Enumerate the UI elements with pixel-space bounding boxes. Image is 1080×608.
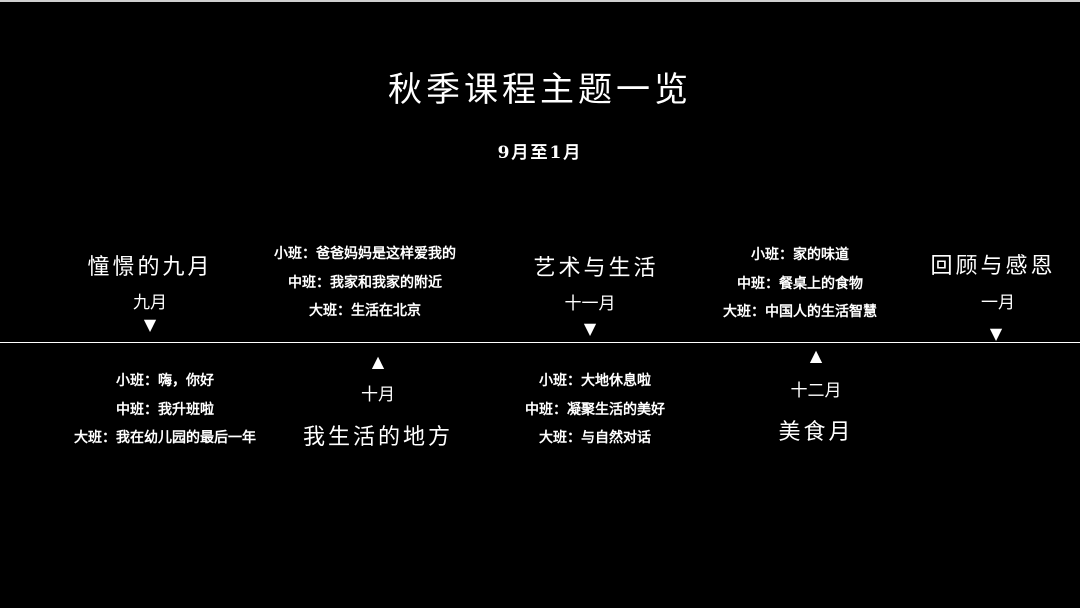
page-subtitle: 9月至1月: [497, 143, 583, 163]
dec-theme: 美食月: [778, 420, 854, 445]
top-border: [0, 0, 1080, 2]
dec-class-small: 小班：家的味道: [751, 247, 849, 263]
nov-class-middle: 中班：凝聚生活的美好: [525, 401, 665, 418]
oct-arrow-up-icon: ▲: [371, 352, 385, 371]
oct-class-list: 小班：爸爸妈妈是这样爱我的 中班：我家和我家的附近 大班：生活在北京: [245, 240, 485, 326]
jan-arrow-down-icon: ▼: [989, 324, 1003, 343]
oct-month-label: 十月: [361, 385, 395, 405]
oct-class-small: 小班：爸爸妈妈是这样爱我的: [274, 246, 456, 262]
dec-class-list: 小班：家的味道 中班：餐桌上的食物 大班：中国人的生活智慧: [680, 241, 920, 327]
sep-class-large: 大班：我在幼儿园的最后一年: [74, 430, 256, 446]
sep-month-label: 九月: [133, 293, 167, 313]
dec-month-label: 十二月: [790, 381, 842, 401]
nov-class-small: 小班：大地休息啦: [539, 373, 651, 389]
nov-arrow-down-icon: ▼: [583, 319, 597, 338]
sep-arrow-down-icon: ▼: [143, 315, 157, 334]
oct-class-large: 大班：生活在北京: [309, 303, 421, 319]
nov-theme: 艺术与生活: [533, 256, 659, 281]
sep-class-list: 小班：嗨，你好 中班：我升班啦 大班：我在幼儿园的最后一年: [45, 367, 285, 453]
timeline-axis: [0, 342, 1080, 343]
oct-class-middle: 中班：我家和我家的附近: [288, 274, 442, 291]
dec-class-large: 大班：中国人的生活智慧: [723, 304, 877, 320]
jan-theme: 回顾与感恩: [930, 254, 1056, 279]
nov-class-large: 大班：与自然对话: [539, 430, 651, 446]
oct-theme: 我生活的地方: [302, 425, 453, 450]
dec-arrow-up-icon: ▲: [809, 346, 823, 365]
sep-class-small: 小班：嗨，你好: [116, 373, 214, 389]
sep-class-middle: 中班：我升班啦: [116, 401, 214, 418]
jan-month-label: 一月: [981, 293, 1015, 313]
sep-theme: 憧憬的九月: [87, 255, 213, 280]
nov-class-list: 小班：大地休息啦 中班：凝聚生活的美好 大班：与自然对话: [475, 367, 715, 453]
page-title: 秋季课程主题一览: [388, 70, 692, 110]
nov-month-label: 十一月: [564, 294, 616, 314]
dec-class-middle: 中班：餐桌上的食物: [737, 275, 863, 292]
